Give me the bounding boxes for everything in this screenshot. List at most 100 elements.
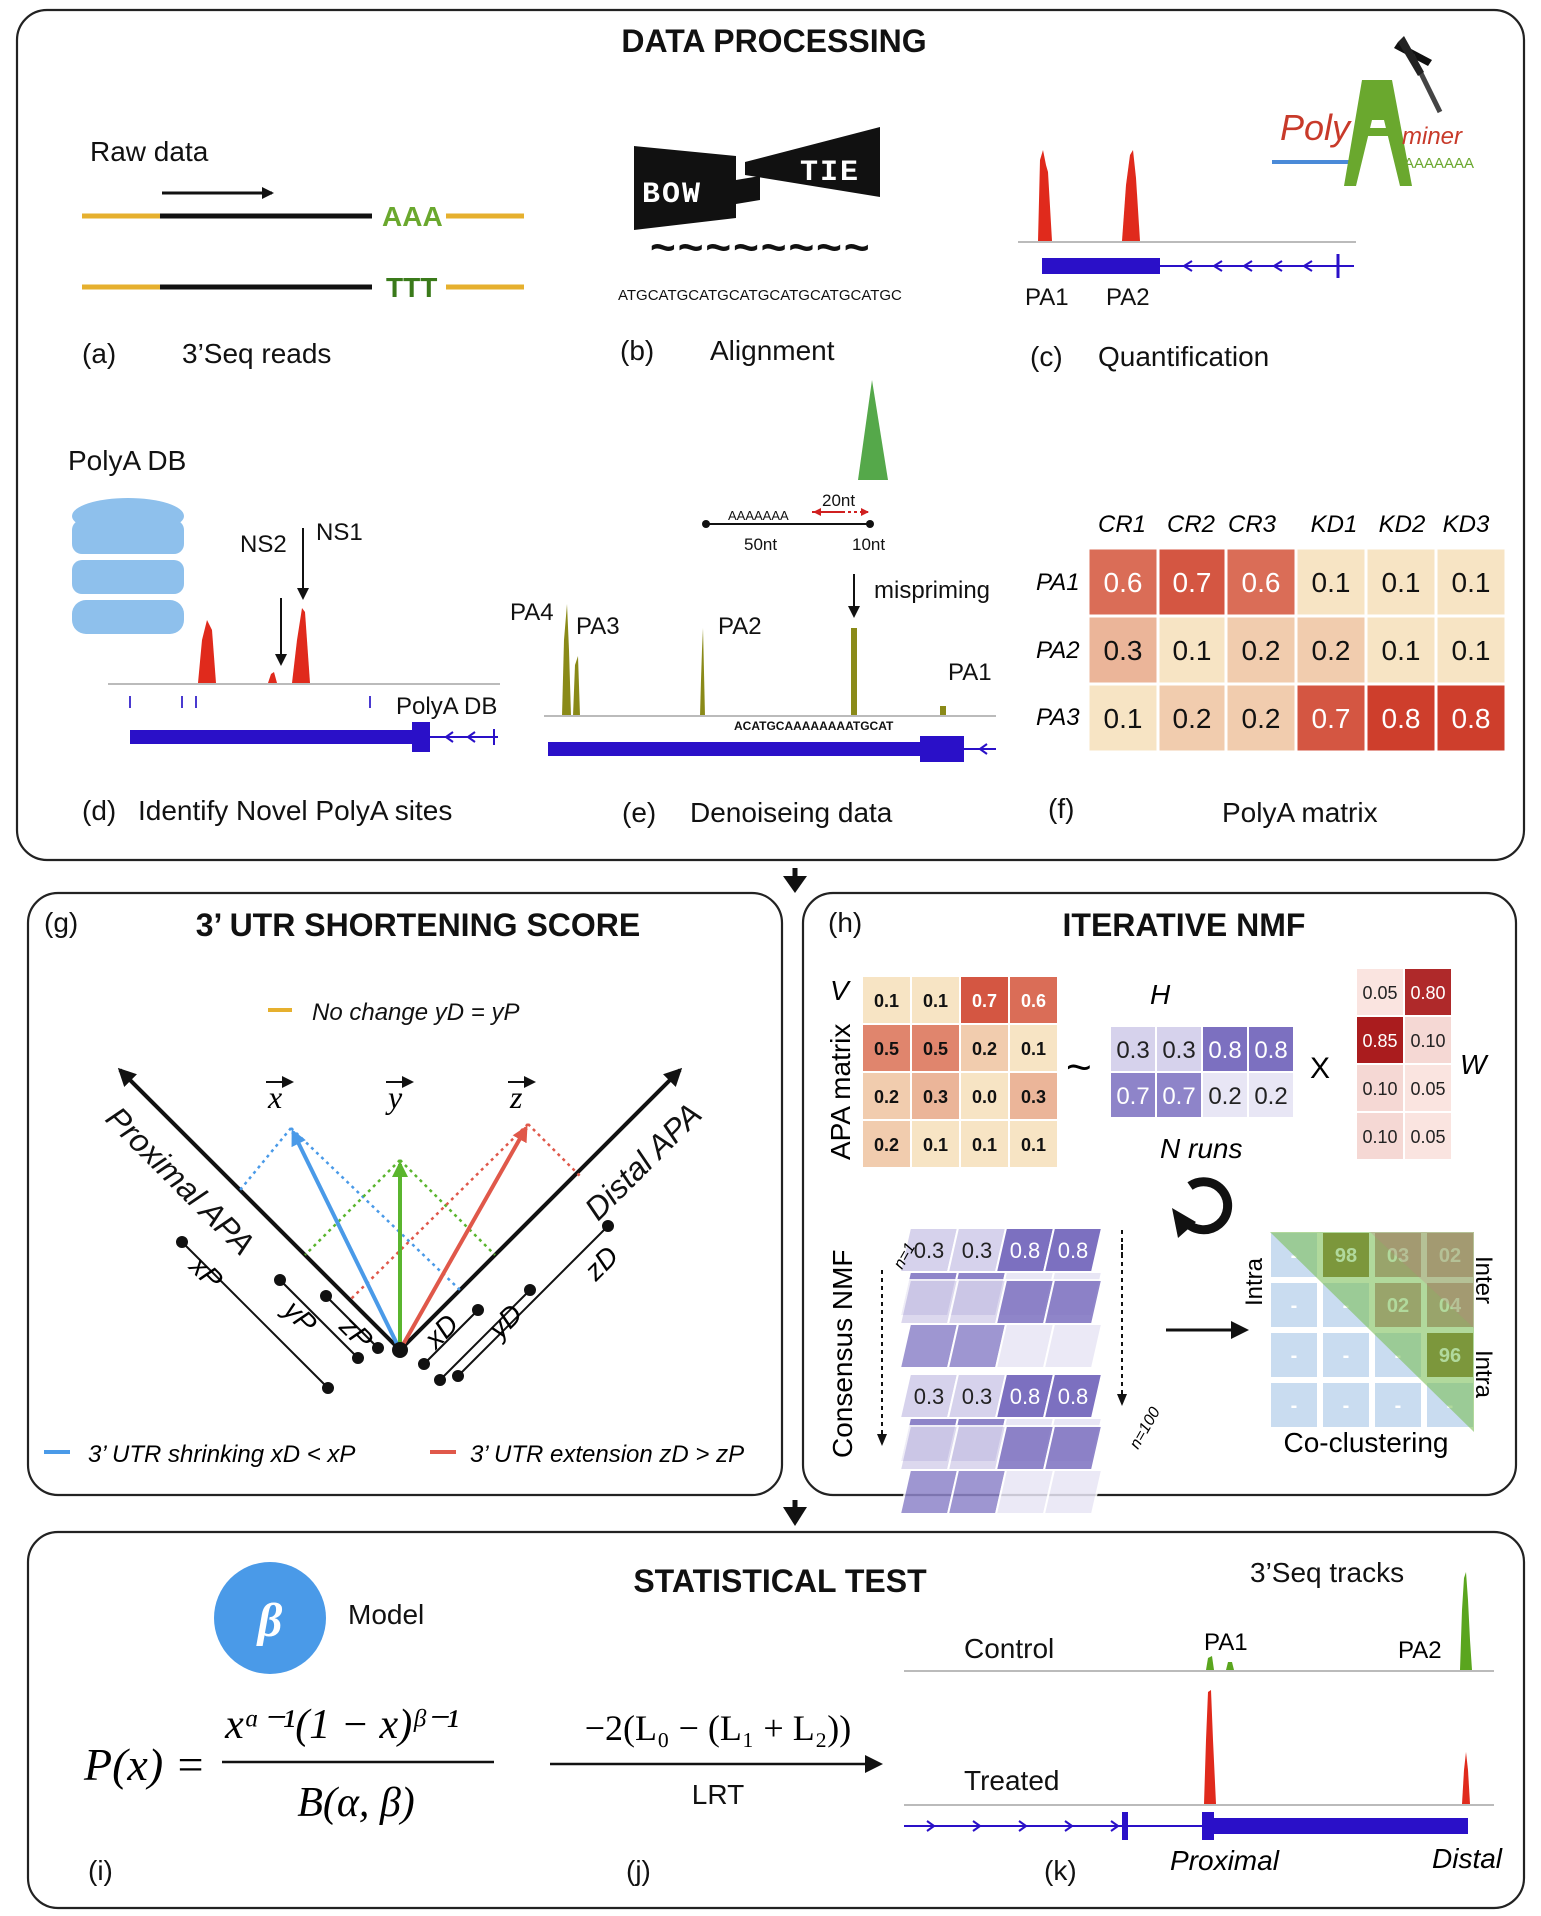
matrix-cell [1364, 546, 1438, 618]
mispriming-sequence: ACATGCAAAAAAAATGCAT [734, 719, 894, 733]
proximal-label: Proximal [1170, 1845, 1280, 1876]
pa1-label: PA1 [1025, 284, 1069, 311]
v-cell-value: 0.2 [874, 1087, 899, 1107]
tracks-label: 3’Seq tracks [1250, 1557, 1404, 1588]
h-cell [1201, 1071, 1249, 1119]
consensus-nmf-label: Consensus NMF [827, 1249, 858, 1458]
n100-label: n=100 [1127, 1404, 1164, 1452]
panel-d-caption: Identify Novel PolyA sites [138, 795, 452, 826]
peak-pa1 [1038, 150, 1052, 241]
w-cell [1403, 1015, 1453, 1065]
consensus-cell-value: 0.8 [1010, 1384, 1041, 1409]
database-icon [72, 498, 184, 634]
cc-cell [1321, 1381, 1371, 1429]
panel-c: PA1 PA2 (c) Quantification Poly miner AA… [1018, 36, 1474, 372]
beta-denominator: B(α, β) [297, 1780, 415, 1826]
vector-labels: x y z [266, 1076, 536, 1115]
cc-cell [1269, 1331, 1319, 1379]
control-peak-pa1 [1206, 1656, 1214, 1670]
v-cell [1008, 975, 1059, 1025]
probability-peak [858, 380, 888, 480]
v-cell-value: 0.1 [1021, 1135, 1046, 1155]
matrix-cell-value: 0.1 [1382, 635, 1421, 666]
consensus-cell-value: 0.3 [914, 1238, 945, 1263]
matrix-cell-value: 0.2 [1242, 703, 1281, 734]
cc-cell-value: - [1291, 1245, 1298, 1267]
vector-x-label: x [267, 1079, 282, 1115]
panel-h-letter: (h) [828, 907, 862, 938]
matrix-cell-value: 0.7 [1312, 703, 1351, 734]
w-cell [1355, 967, 1405, 1017]
peak-pa2 [700, 628, 705, 716]
consensus-cell [1042, 1425, 1104, 1471]
h-cell-value: 0.2 [1254, 1083, 1287, 1110]
w-cell [1355, 1015, 1405, 1065]
cc-cell-value: - [1291, 1345, 1298, 1367]
col-header: KD1 [1311, 511, 1358, 538]
polyaminer-logo: Poly miner AAAAAAA [1272, 36, 1474, 186]
polya-matrix-col-headers: CR1 CR2 CR3 KD1 KD2 KD3 [1098, 511, 1490, 538]
consensus-cell-value: 0.3 [914, 1384, 945, 1409]
control-peak-pa2 [1460, 1572, 1472, 1670]
v-cell-value: 0.7 [972, 991, 997, 1011]
v-cell-value: 0.3 [1021, 1087, 1046, 1107]
header-nmf: ITERATIVE NMF [1063, 907, 1306, 943]
consensus-cell [1042, 1469, 1104, 1515]
gene-model [904, 1812, 1468, 1840]
logo-miner: miner [1402, 123, 1463, 150]
v-cell [1008, 1023, 1059, 1073]
raw-data-label: Raw data [90, 136, 209, 167]
alignment-sequence: ATGCATGCATGCATGCATGCATGCATGC [618, 287, 902, 304]
consensus-cell [1042, 1279, 1104, 1325]
h-label: H [1150, 979, 1171, 1010]
row-header: PA2 [1036, 637, 1080, 664]
matrix-cell-value: 0.1 [1173, 635, 1212, 666]
co-clustering-matrix: -980302--0204---96---- [1269, 1231, 1475, 1432]
panel-a: Raw data AAA TTT (a) 3’Seq reads [82, 136, 524, 369]
matrix-cell-value: 0.1 [1452, 635, 1491, 666]
h-cell [1109, 1025, 1157, 1073]
v-cell-value: 0.1 [923, 991, 948, 1011]
h-cell-value: 0.8 [1208, 1037, 1241, 1064]
distal-distances [418, 1220, 614, 1386]
consensus-cell-value: 0.8 [1058, 1384, 1089, 1409]
times-symbol: X [1310, 1052, 1330, 1085]
panel-i-letter: (i) [88, 1855, 113, 1886]
cc-cell-value: - [1395, 1395, 1402, 1417]
peak [198, 620, 216, 683]
beta-numerator: xᵅ⁻¹(1 − x)ᵝ⁻¹ [224, 1702, 459, 1748]
50nt-label: 50nt [744, 535, 777, 554]
statistical-test-panel [26, 1530, 1526, 1910]
proximal-axis [117, 1067, 402, 1352]
v-cell [861, 975, 912, 1025]
matrix-cell-value: 0.6 [1242, 567, 1281, 598]
panel-f-letter: (f) [1048, 793, 1074, 824]
gene-model [548, 736, 996, 762]
panel-e-caption: Denoiseing data [690, 797, 893, 828]
polya-db-track-label: PolyA DB [396, 693, 497, 720]
bowtie-right-text: TIE [800, 156, 860, 190]
v-cell [910, 1119, 961, 1169]
peak-ns2 [268, 672, 277, 683]
consensus-cell-value: 0.3 [962, 1238, 993, 1263]
h-cell-value: 0.2 [1208, 1083, 1241, 1110]
lrt-formula: −2(L₀ − (L₁ + L₂)) [585, 1708, 851, 1748]
polya-tail: AAA [382, 201, 443, 232]
panel-k: 3’Seq tracks Control PA1 PA2 Treated Pro… [904, 1557, 1503, 1886]
w-cell [1355, 1111, 1405, 1161]
xD-label: xD [417, 1308, 465, 1356]
v-cell [861, 1119, 912, 1169]
treated-label: Treated [964, 1765, 1059, 1796]
w-cell-value: 0.85 [1362, 1031, 1397, 1051]
matrix-cell [1434, 614, 1508, 686]
panel-g: (g) No change yD = yP Proximal APA Dista… [44, 907, 744, 1468]
treated-peak-pa2 [1462, 1752, 1470, 1804]
vector-y-label: y [385, 1079, 403, 1115]
peak-ns1 [292, 608, 310, 683]
header-data-processing: DATA PROCESSING [621, 23, 926, 59]
matrix-cell-value: 0.1 [1312, 567, 1351, 598]
v-cell-value: 0.2 [874, 1135, 899, 1155]
w-cell-value: 0.10 [1362, 1127, 1397, 1147]
